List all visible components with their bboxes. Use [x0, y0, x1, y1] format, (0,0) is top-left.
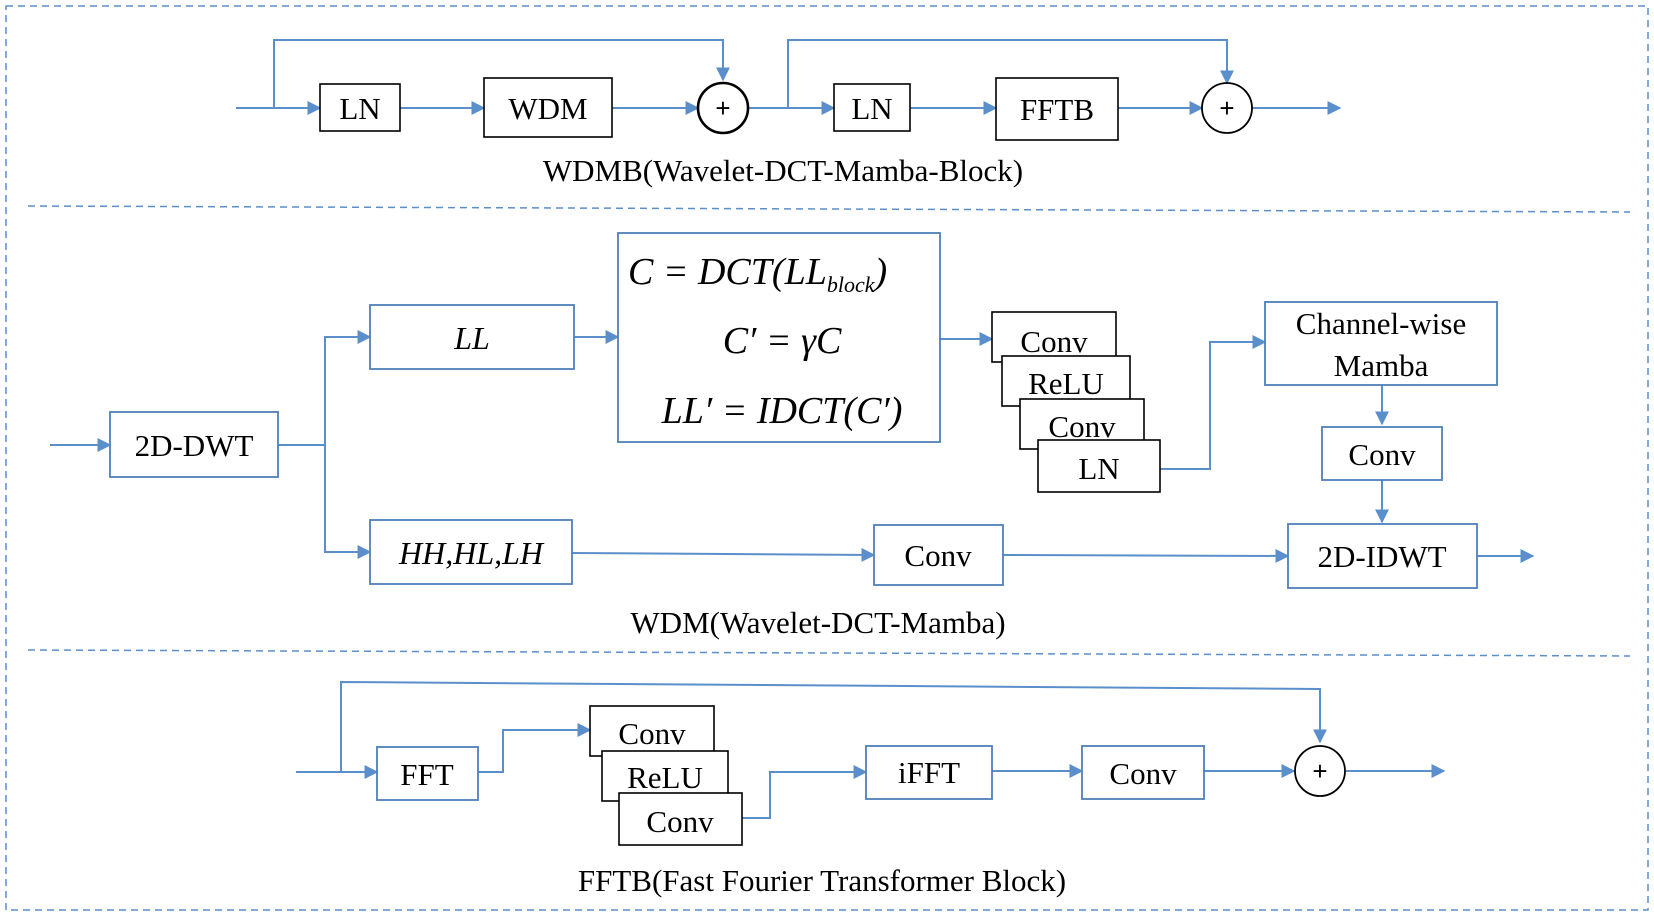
wdm-stack-ln-box — [1037, 439, 1161, 493]
wdm-ll-box — [369, 304, 575, 370]
fftb-conv-box — [1081, 745, 1205, 800]
wdm-idwt-label: 2D-IDWT — [1317, 539, 1446, 574]
wdm-caption: WDM(Wavelet-DCT-Mamba) — [630, 605, 1005, 640]
wdmb-fftb-label: FFTB — [1020, 92, 1094, 127]
wdmb-wdm-box — [483, 77, 613, 138]
wdmb-wdm-label: WDM — [508, 91, 587, 126]
wdm-mamba-line2: Mamba — [1334, 348, 1429, 383]
wdm-stack-conv1-box — [991, 311, 1117, 363]
wdmb-add2-circle — [1201, 82, 1253, 134]
wdm-dct-equation-box — [617, 232, 941, 443]
wdm-stack-ln-label: LN — [1078, 451, 1119, 486]
wdm-stack-relu-label: ReLU — [1028, 366, 1104, 401]
wdm-mamba-line1: Channel-wise — [1296, 306, 1466, 341]
section-divider-bottom — [27, 649, 1631, 657]
wdm-high-label: HH,HL,LH — [398, 535, 545, 571]
wdm-conv-high-box — [873, 524, 1004, 586]
fftb-add-circle — [1294, 745, 1346, 797]
wdmb-caption: WDMB(Wavelet-DCT-Mamba-Block) — [543, 153, 1023, 188]
wdm-section: 2D-DWT LL HH,HL,LH C = DCT(LLblock) C′ =… — [50, 232, 1535, 640]
fftb-caption: FFTB(Fast Fourier Transformer Block) — [578, 863, 1066, 898]
fftb-add-plus: + — [1312, 756, 1327, 786]
wdm-dwt-box — [109, 411, 279, 478]
outer-frame — [5, 5, 1649, 911]
fftb-stack-conv2-box — [618, 792, 743, 846]
wdm-eq2: C′ = γC — [723, 320, 842, 362]
wdm-conv-mid-box — [1321, 426, 1443, 481]
wdm-dwt-label: 2D-DWT — [135, 428, 254, 463]
wdm-ll-label: LL — [453, 320, 490, 356]
wdm-high-box — [369, 519, 573, 585]
fftb-stack-conv2-label: Conv — [646, 804, 714, 839]
wdmb-ln2-label: LN — [851, 91, 892, 126]
wdmb-add2-plus: + — [1219, 93, 1234, 123]
section-divider-top — [27, 205, 1631, 213]
fftb-conv-label: Conv — [1109, 756, 1177, 791]
wdm-idwt-box — [1287, 523, 1478, 589]
wdm-conv-high-label: Conv — [904, 538, 972, 573]
fftb-stack-conv1-label: Conv — [618, 716, 686, 751]
wdmb-add1-circle — [696, 81, 750, 135]
wdm-mamba-box — [1264, 301, 1498, 386]
wdmb-ln2-box — [833, 83, 911, 132]
wdm-eq3: LL′ = IDCT(C′) — [661, 390, 903, 432]
wdmb-section: LN WDM + LN FFTB + WDMB(Wavelet-DCT-Mamb… — [236, 39, 1342, 188]
fftb-stack-relu-label: ReLU — [627, 760, 703, 795]
fftb-fft-box — [376, 746, 479, 801]
fftb-section: FFT Conv ReLU Conv iFFT Conv + FFTB(Fast… — [296, 680, 1446, 898]
wdmb-ln1-box — [319, 83, 401, 132]
wdmb-ln1-label: LN — [339, 91, 380, 126]
wdm-eq1-sub: block — [827, 272, 876, 297]
wdm-stack-conv2-label: Conv — [1048, 409, 1116, 444]
fftb-fft-label: FFT — [400, 757, 453, 792]
wdm-eq1: C = DCT(LLblock) — [628, 251, 887, 297]
wdmb-fftb-box — [995, 77, 1119, 141]
wdmb-add1-plus: + — [715, 93, 730, 123]
wdm-stack-conv1-label: Conv — [1020, 324, 1088, 359]
fftb-ifft-box — [865, 745, 993, 800]
fftb-ifft-label: iFFT — [898, 755, 960, 790]
fftb-stack-conv1-box — [589, 705, 715, 757]
wdm-stack-relu-box — [1001, 355, 1131, 407]
wdm-conv-mid-label: Conv — [1348, 437, 1416, 472]
